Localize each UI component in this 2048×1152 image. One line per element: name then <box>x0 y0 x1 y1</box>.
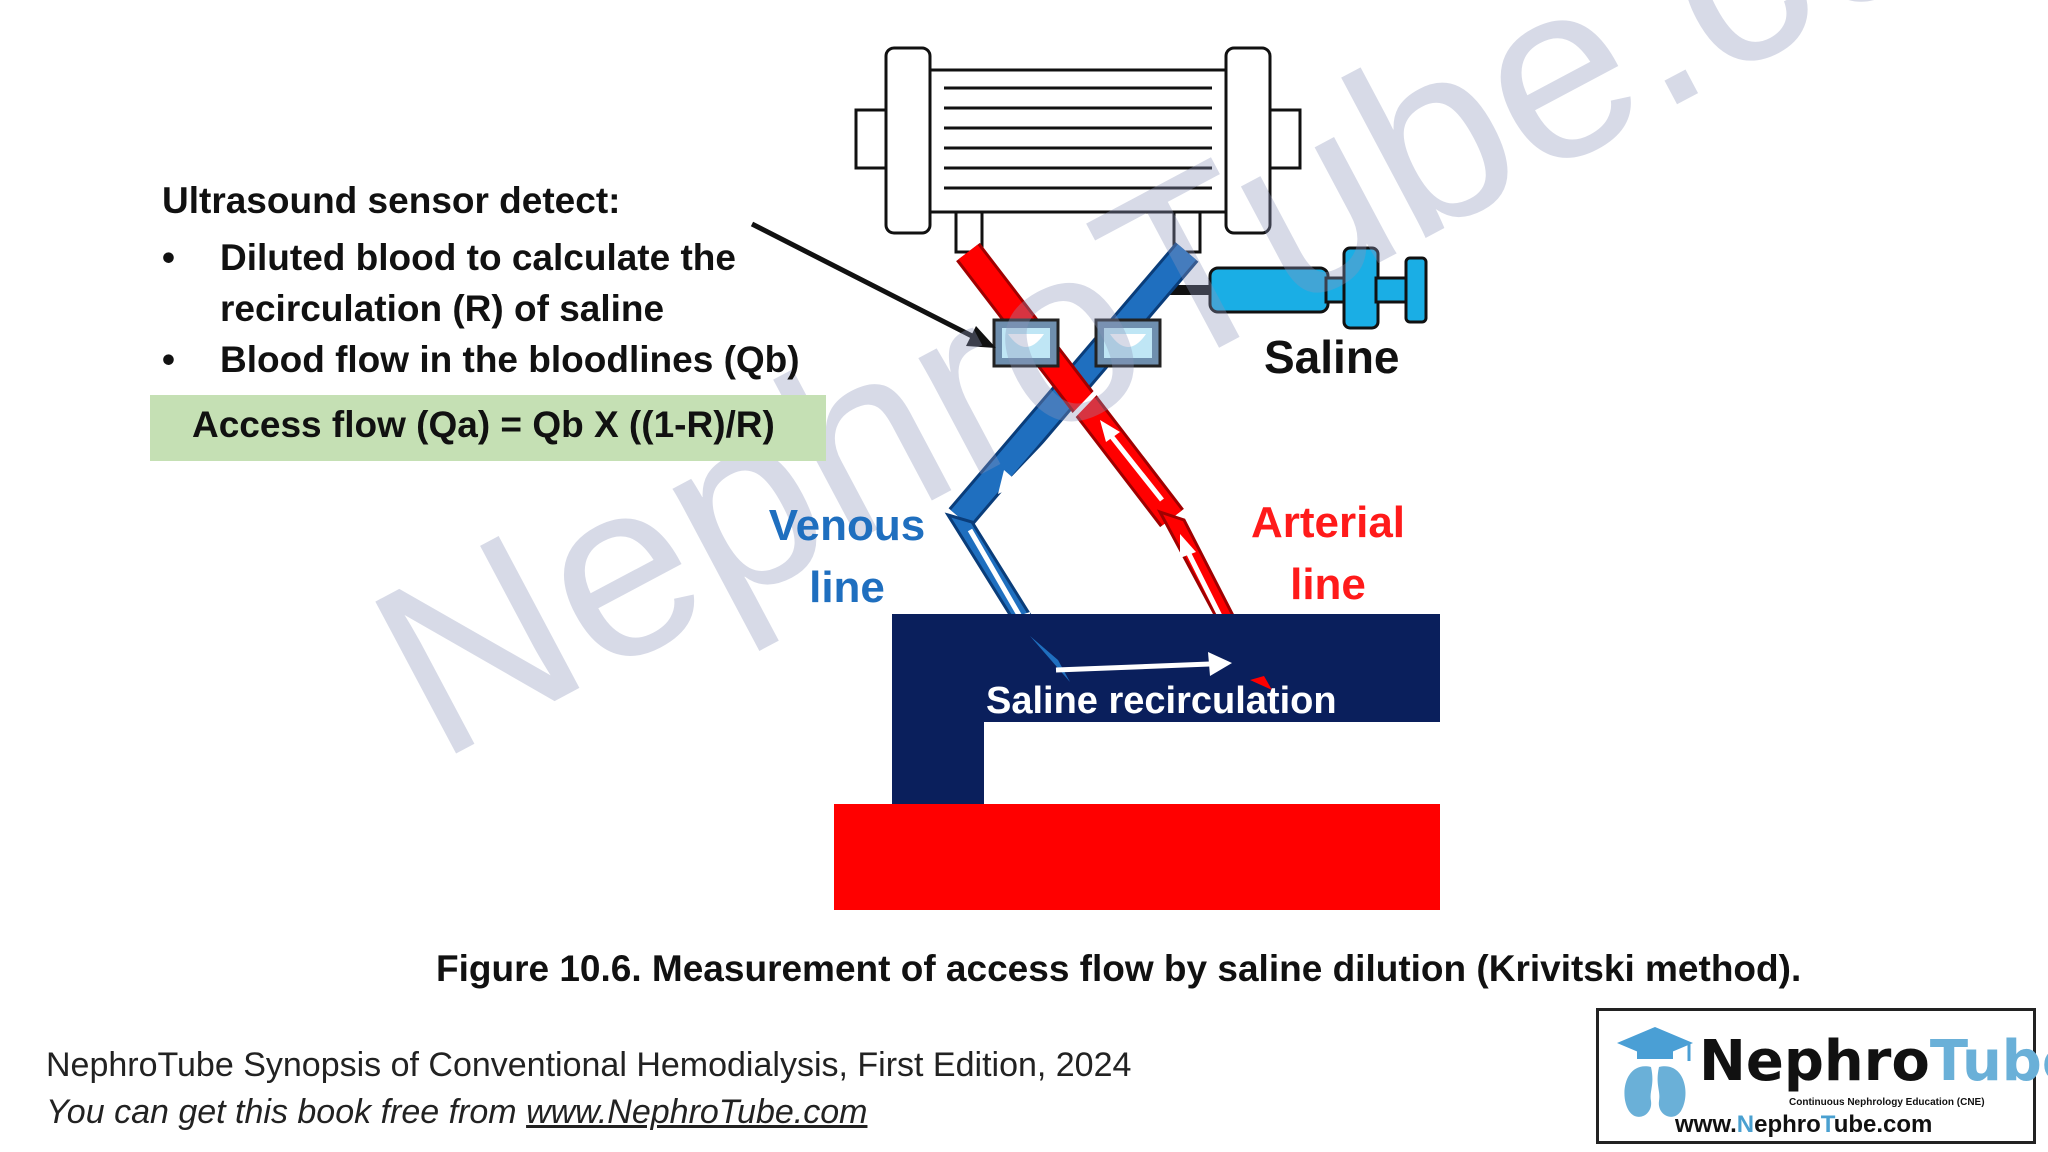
nephrotube-link[interactable]: www.NephroTube.com <box>526 1093 868 1131</box>
logo-url: www.NephroTube.com <box>1675 1111 1932 1139</box>
logo-title-part: Tube <box>1929 1029 2048 1094</box>
figure-caption: Figure 10.6. Measurement of access flow … <box>436 948 1802 989</box>
logo-subtitle: Continuous Nephrology Education (CNE) <box>1789 1097 1985 1108</box>
book-title: NephroTube Synopsis of Conventional Hemo… <box>46 1046 1132 1084</box>
sensor-pointer-arrow <box>750 221 996 348</box>
logo-title: NephroTube <box>1699 1029 2048 1094</box>
saline-recirculation-label: Saline recirculation <box>986 680 1337 722</box>
ultrasound-sensor-icon <box>1094 318 1162 368</box>
bullet-line: recirculation (R) of saline <box>220 288 665 329</box>
url-part: N <box>1736 1111 1755 1138</box>
url-part: ube.com <box>1833 1111 1933 1138</box>
url-part: T <box>1820 1111 1834 1138</box>
book-availability: You can get this book free from www.Neph… <box>46 1093 867 1132</box>
url-part: ephro <box>1754 1111 1821 1138</box>
artery-block <box>834 804 1440 910</box>
saline-syringe-icon <box>1170 246 1428 330</box>
bullet-marker: • <box>162 237 175 278</box>
bullet-marker: • <box>162 339 175 380</box>
sensor-heading: Ultrasound sensor detect: <box>162 180 621 221</box>
venous-line-label: Venous line <box>768 501 926 612</box>
nephrotube-logo[interactable]: NephroTube Continuous Nephrology Educati… <box>1596 1008 2048 1144</box>
arterial-needle-tip <box>1250 676 1272 690</box>
saline-label: Saline <box>1264 331 1400 383</box>
kidney-graduation-cap-icon <box>1617 1027 1693 1117</box>
logo-title-part: Nephro <box>1699 1029 1930 1094</box>
bullet-text: Blood flow in the bloodlines (Qb) <box>220 339 800 380</box>
formula-box: Access flow (Qa) = Qb X ((1-R)/R) <box>150 395 826 461</box>
bullet-line: Diluted blood to calculate the <box>220 237 736 278</box>
vascular-access <box>892 614 1440 804</box>
bullet-text: Diluted blood to calculate the recircula… <box>220 232 736 334</box>
availability-text: You can get this book free from <box>46 1093 527 1131</box>
ultrasound-sensor-icon <box>992 318 1060 368</box>
recirculation-arrow <box>1055 652 1232 676</box>
venous-bloodline <box>944 242 1199 668</box>
url-part: www. <box>1675 1111 1737 1138</box>
access-flow-formula: Access flow (Qa) = Qb X ((1-R)/R) <box>192 404 775 445</box>
arterial-line-label: Arterial line <box>1250 498 1406 609</box>
dialyzer-icon <box>854 46 1302 254</box>
